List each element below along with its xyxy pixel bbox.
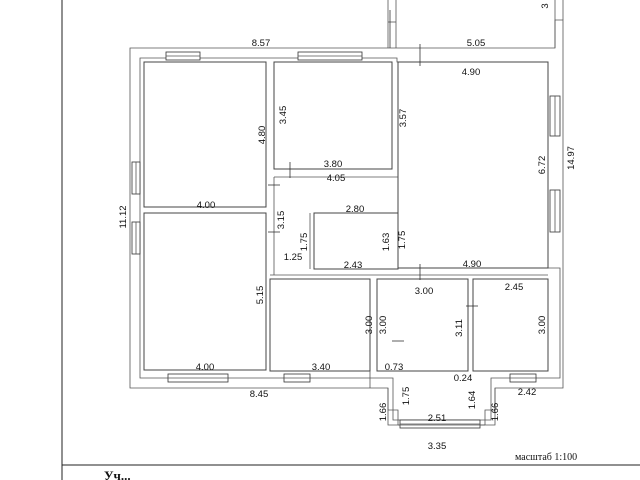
dim-room-bc-width: 3.40: [312, 362, 331, 373]
dim-entry-gap-left: 0.73: [385, 362, 404, 373]
dim-bottom-overall: 8.45: [250, 389, 269, 400]
dim-wc-height-b: 1.75: [397, 231, 408, 250]
room-hall: [376, 278, 469, 372]
partitions: [270, 176, 548, 388]
dim-right-room-height-b: 6.72: [537, 156, 548, 175]
dim-bottom-right: 2.42: [518, 387, 537, 398]
door-markers: [268, 10, 478, 342]
dim-bedroom-bl-height: 5.15: [255, 286, 266, 305]
dim-bedroom-tl-width: 4.00: [197, 200, 216, 211]
dim-porch-height-right: 1.64: [467, 391, 478, 410]
porch: [387, 388, 496, 426]
dim-top-overall-left: 8.57: [252, 38, 271, 49]
dim-room-tc-width: 3.80: [324, 159, 343, 170]
dim-room-br-width-a: 3.00: [415, 286, 434, 297]
dim-top-overall-right: 5.05: [467, 38, 486, 49]
dim-bedroom-tl-height: 4.80: [257, 126, 268, 145]
dim-room-br-height-b: 3.00: [537, 316, 548, 335]
dim-room-br-width-b: 2.45: [505, 282, 524, 293]
dim-small-width: 1.25: [284, 252, 303, 263]
top-annex-walls: [387, 0, 564, 48]
dim-right-room-height-a: 3.57: [398, 109, 409, 128]
windows: [131, 51, 561, 429]
dim-right-room-mid: 4.90: [463, 259, 482, 270]
room-right-large: [397, 61, 549, 269]
dim-room-br-height-a: 3.00: [378, 316, 389, 335]
dimension-labels: 8.57 5.05 4.90 4.80 3.45 3.57 3.80 4.05 …: [118, 3, 577, 452]
room-wc: [313, 212, 399, 270]
dim-wc-width: 2.80: [346, 204, 365, 215]
rooms: [143, 61, 549, 372]
room-bedroom-top-left: [143, 61, 267, 208]
dim-hall-height: 3.11: [454, 319, 465, 337]
room-bedroom-bottom-left: [143, 212, 267, 371]
dim-overall-height-left: 11.12: [118, 205, 129, 228]
dim-porch-outer-right: 1.66: [490, 403, 501, 422]
sheet-caption: Уч...: [104, 468, 131, 480]
dim-hall-gap: 3.15: [276, 211, 287, 230]
dim-corridor-width: 4.05: [327, 173, 346, 184]
dim-porch-inner-width: 2.51: [428, 413, 447, 424]
dim-room-bc-height: 3.00: [364, 316, 375, 335]
scale-label: масштаб 1:100: [515, 452, 577, 463]
dim-porch-outer-left: 1.66: [378, 403, 389, 422]
dim-porch-outer-width: 3.35: [428, 441, 447, 452]
dim-porch-height-left: 1.75: [401, 387, 412, 406]
dim-overall-height-right: 14.97: [566, 146, 577, 170]
dim-entry-gap-right: 0.24: [454, 373, 473, 384]
dim-small-height: 1.75: [299, 233, 310, 252]
dim-top-corner: 3: [540, 3, 551, 8]
dim-room-tc-height: 3.45: [278, 106, 289, 125]
dim-bedroom-bl-width: 4.00: [196, 362, 215, 373]
room-top-center: [273, 61, 393, 170]
dim-right-room-top: 4.90: [462, 67, 481, 78]
room-bottom-center: [269, 278, 371, 372]
room-bottom-right: [472, 278, 549, 372]
dim-wc-inner-width: 2.43: [344, 260, 363, 271]
dim-wc-height-a: 1.63: [381, 233, 392, 252]
